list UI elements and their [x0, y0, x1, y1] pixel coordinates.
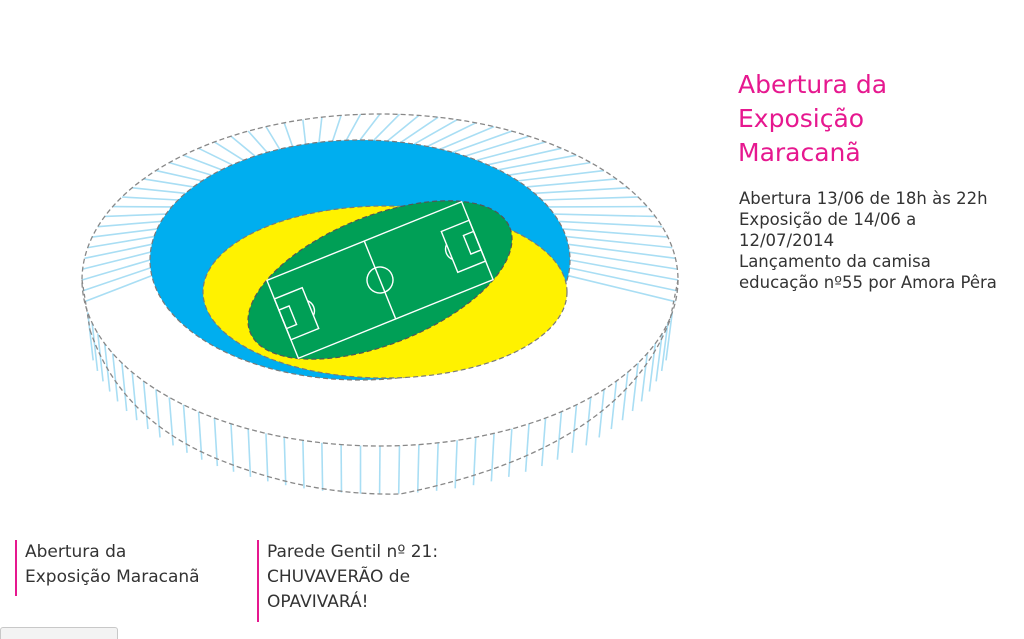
- seat-line: [416, 444, 420, 493]
- seat-line: [97, 220, 162, 228]
- seat-line: [562, 228, 668, 238]
- event-launch-line: Lançamento da camisa educação nº55 por A…: [739, 252, 997, 292]
- seat-line: [345, 113, 362, 141]
- pitch-markings: [266, 200, 494, 360]
- event-title: Abertura da Exposição Maracanã: [738, 70, 888, 167]
- football-pitch: [247, 200, 513, 360]
- seat-line: [91, 322, 99, 372]
- seat-line: [230, 423, 235, 472]
- seat-line: [472, 437, 477, 486]
- seat-line: [82, 251, 151, 270]
- seat-line: [541, 417, 547, 467]
- seat-line: [665, 312, 674, 361]
- seat-line: [86, 312, 94, 361]
- seat-line: [81, 259, 151, 281]
- seat-line: [386, 114, 420, 142]
- seat-line: [142, 380, 149, 430]
- seat-line: [655, 333, 663, 382]
- seat-line: [247, 130, 268, 153]
- seat-line: [621, 372, 629, 421]
- seat-line: [565, 235, 673, 249]
- seat-line: [321, 442, 324, 491]
- event-details: Abertura 13/06 de 18h às 22h Exposição d…: [739, 188, 1004, 293]
- seat-line: [541, 196, 639, 201]
- seat-line: [331, 115, 342, 142]
- seat-line: [524, 423, 530, 472]
- seat-line: [487, 147, 562, 166]
- seat-line: [397, 445, 401, 494]
- seat-line: [640, 353, 649, 402]
- seat-line: [84, 274, 153, 303]
- event-opening-line: Abertura 13/06 de 18h às 22h: [739, 189, 988, 208]
- seat-line: [283, 437, 287, 486]
- seat-line: [476, 141, 546, 161]
- seat-line: [610, 380, 618, 430]
- seat-line: [427, 122, 477, 148]
- seat-line: [121, 362, 128, 412]
- seat-line: [400, 116, 439, 143]
- seat-line: [569, 251, 678, 270]
- seat-line: [508, 161, 591, 176]
- maracana-stadium-illustration: [81, 113, 679, 496]
- seat-line: [155, 389, 161, 438]
- seat-line: [556, 411, 563, 460]
- seat-line: [131, 372, 138, 421]
- seat-line: [104, 213, 167, 218]
- seat-line: [454, 440, 458, 489]
- seat-line: [82, 267, 151, 292]
- nav-link-parede-gentil[interactable]: Parede Gentil nº 21: CHUVAVERÃO de OPAVI…: [257, 540, 482, 622]
- seat-line: [490, 433, 495, 482]
- seat-line: [373, 113, 401, 141]
- seat-line: [97, 333, 104, 382]
- seat-line: [569, 267, 678, 292]
- seat-line: [265, 433, 269, 482]
- seat-line: [631, 362, 639, 412]
- seat-line: [183, 154, 222, 171]
- seat-line: [526, 178, 617, 188]
- seat-line: [92, 228, 158, 238]
- seat-line: [359, 113, 381, 141]
- seat-line: [452, 130, 513, 154]
- seat-line: [517, 169, 605, 182]
- seat-line: [507, 428, 513, 477]
- seat-line: [87, 235, 155, 249]
- seat-line: [111, 353, 119, 402]
- seat-line: [283, 122, 294, 147]
- seat-line: [143, 178, 194, 188]
- seat-line: [265, 126, 281, 150]
- seat-line: [660, 322, 669, 372]
- seat-line: [413, 118, 458, 145]
- seat-line: [198, 147, 233, 166]
- nav-link-abertura-exposicao[interactable]: Abertura da Exposição Maracanã: [15, 540, 240, 596]
- seat-line: [598, 389, 605, 438]
- seat-line: [302, 119, 307, 145]
- seat-line: [214, 141, 244, 161]
- seat-line: [84, 243, 152, 260]
- seat-line: [230, 135, 256, 157]
- seat-line: [568, 243, 676, 260]
- seat-line: [247, 428, 252, 477]
- seat-line: [121, 196, 179, 201]
- seat-line: [558, 220, 663, 228]
- seat-line: [440, 125, 495, 150]
- seat-line: [571, 404, 578, 453]
- seat-line: [155, 169, 203, 182]
- seat-line: [435, 442, 439, 491]
- load-more-button[interactable]: [0, 627, 118, 639]
- seat-line: [169, 161, 212, 176]
- seat-line: [302, 440, 305, 489]
- seat-line: [168, 397, 174, 446]
- event-exhibition-line: Exposição de 14/06 a 12/07/2014: [739, 210, 917, 250]
- seat-line: [318, 117, 323, 143]
- seat-line: [553, 213, 656, 218]
- seat-line: [534, 186, 628, 195]
- seat-line: [132, 186, 186, 195]
- seat-line: [569, 259, 679, 281]
- seat-line: [464, 135, 530, 157]
- seat-line: [498, 154, 577, 171]
- seat-line: [568, 274, 676, 303]
